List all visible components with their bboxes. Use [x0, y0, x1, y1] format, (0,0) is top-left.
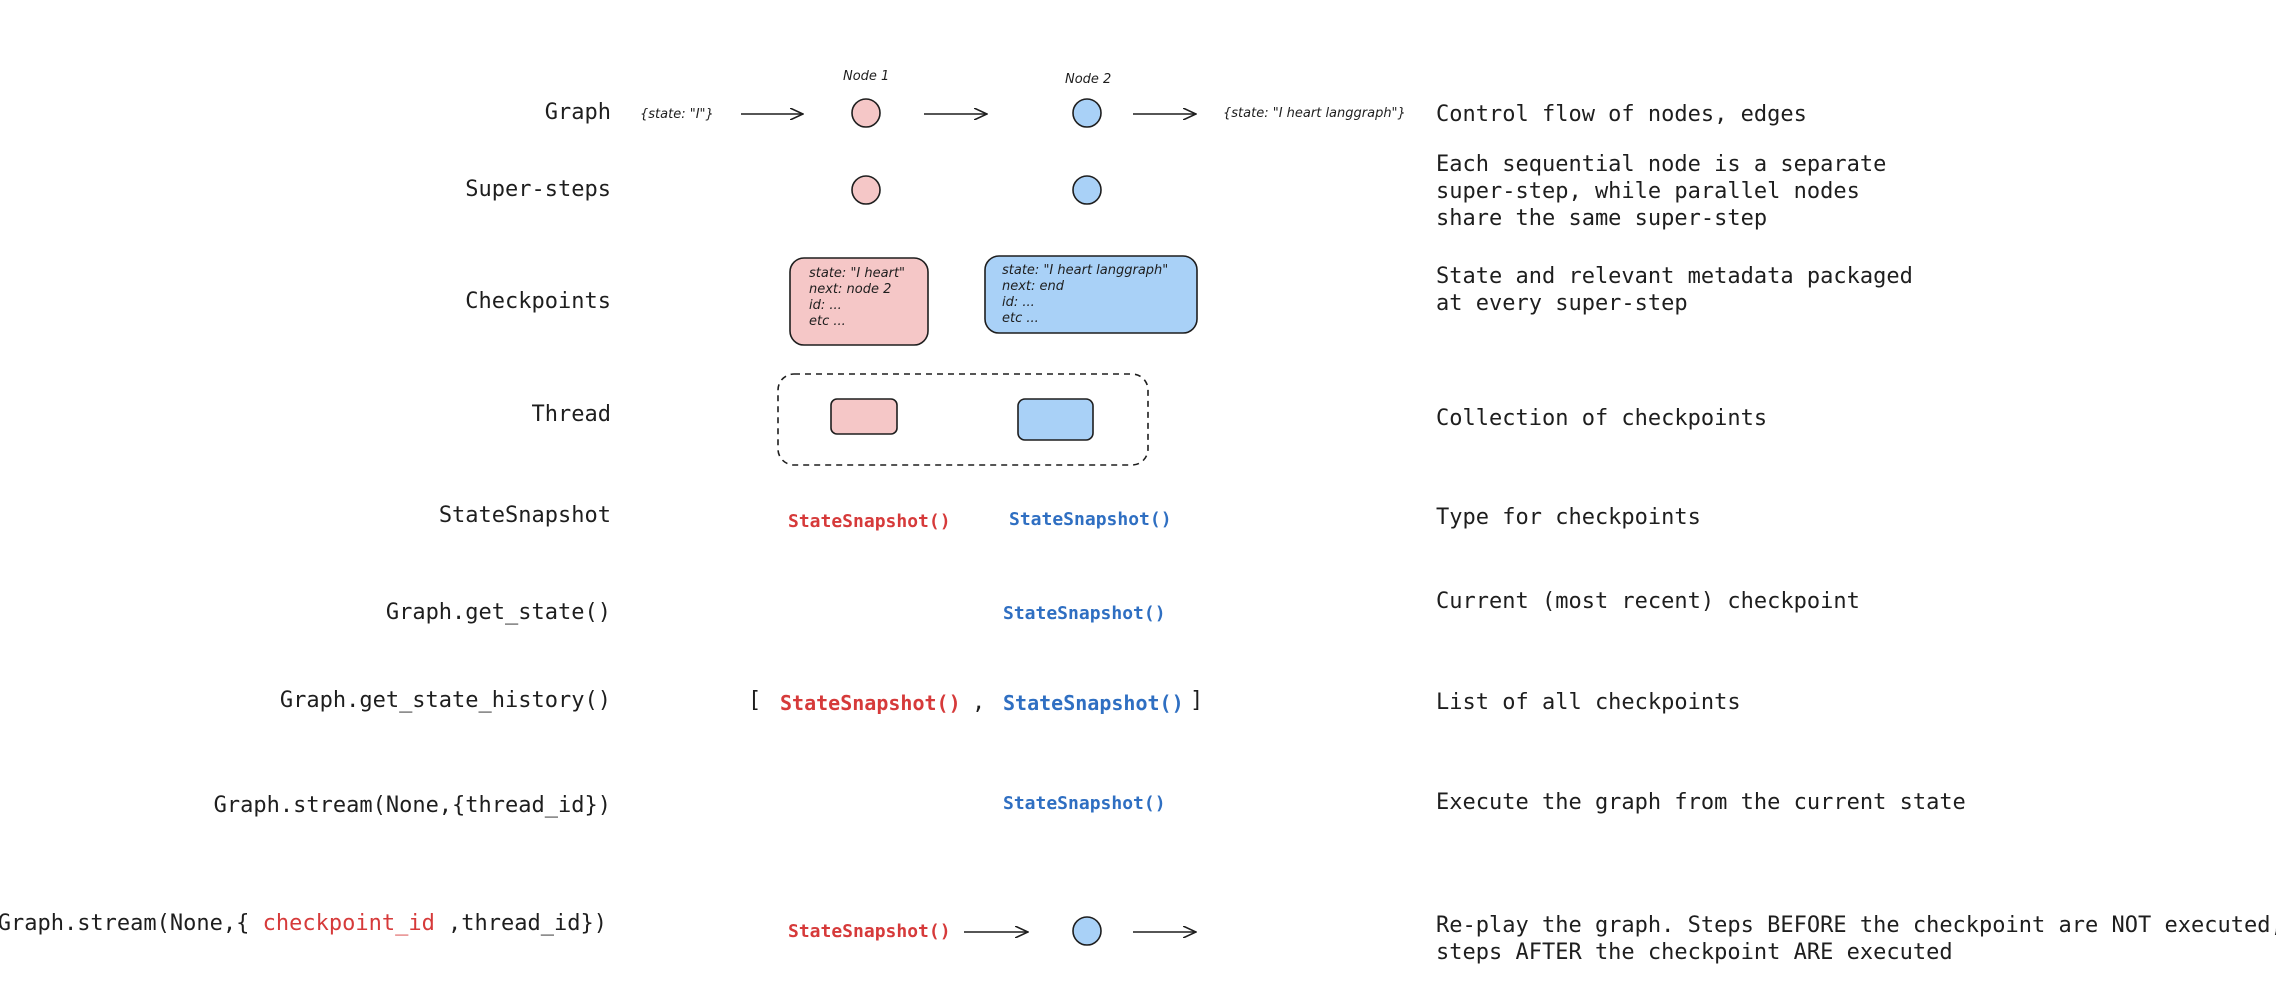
- desc-line: Re-play the graph. Steps BEFORE the chec…: [1436, 913, 2276, 938]
- checkpoint-line: id: ...: [1002, 295, 1035, 310]
- row-label-super-steps: Super-steps: [465, 177, 611, 202]
- desc-line: at every super-step: [1436, 291, 1688, 316]
- row-desc-get-state: Current (most recent) checkpoint: [1436, 588, 1860, 615]
- graph-node-1: [851, 98, 881, 128]
- checkpoint-line: etc ...: [1002, 311, 1039, 326]
- desc-line: Collection of checkpoints: [1436, 406, 1768, 431]
- desc-line: Type for checkpoints: [1436, 505, 1701, 530]
- row-desc-get-state-history: List of all checkpoints: [1436, 689, 1741, 716]
- desc-line: Execute the graph from the current state: [1436, 790, 1966, 815]
- checkpoint-id-token: checkpoint_id: [262, 911, 435, 936]
- checkpoint-box-red: [789, 257, 929, 346]
- checkpoint-blue-text: state: "I heart langgraph" next: end id:…: [1002, 263, 1168, 327]
- desc-line: Current (most recent) checkpoint: [1436, 589, 1860, 614]
- stream-snapshot-blue: StateSnapshot(): [1003, 793, 1166, 814]
- stream-suffix: ,thread_id}): [434, 911, 607, 936]
- statesnapshot-blue: StateSnapshot(): [1009, 509, 1172, 530]
- row-label-statesnapshot: StateSnapshot: [438, 503, 611, 528]
- history-snapshot-red: StateSnapshot(): [780, 691, 961, 715]
- desc-line: super-step, while parallel nodes: [1436, 179, 1860, 204]
- checkpoint-line: etc ...: [809, 314, 846, 329]
- row-desc-super-steps: Each sequential node is a separate super…: [1436, 151, 1886, 232]
- row-label-stream-checkpoint: Graph.stream(None,{ checkpoint_id ,threa…: [0, 911, 607, 936]
- checkpoint-line: state: "I heart": [809, 266, 906, 281]
- row-desc-checkpoints: State and relevant metadata packaged at …: [1436, 263, 1913, 317]
- row-desc-stream-thread: Execute the graph from the current state: [1436, 789, 1966, 816]
- checkpoint-line: next: end: [1002, 279, 1065, 294]
- history-separator: ,: [972, 690, 986, 715]
- row-label-stream-thread: Graph.stream(None,{thread_id}): [213, 793, 611, 818]
- superstep-node-1: [851, 175, 881, 205]
- replay-snapshot-red: StateSnapshot(): [788, 921, 951, 942]
- row-label-get-state: Graph.get_state(): [385, 600, 611, 625]
- get-state-snapshot: StateSnapshot(): [1003, 603, 1166, 624]
- row-desc-graph: Control flow of nodes, edges: [1436, 101, 1807, 128]
- desc-line: Each sequential node is a separate: [1436, 152, 1887, 177]
- desc-line: State and relevant metadata packaged: [1436, 264, 1913, 289]
- graph-node-2: [1072, 98, 1102, 128]
- row-desc-statesnapshot: Type for checkpoints: [1436, 504, 1701, 531]
- thread-container: [777, 373, 1149, 466]
- checkpoint-box-blue: [984, 255, 1198, 334]
- row-label-checkpoints: Checkpoints: [465, 289, 611, 314]
- output-state-text: {state: "I heart langgraph"}: [1223, 106, 1406, 121]
- desc-line: Control flow of nodes, edges: [1436, 102, 1807, 127]
- checkpoint-red-text: state: "I heart" next: node 2 id: ... et…: [809, 266, 905, 330]
- row-label-get-state-history: Graph.get_state_history(): [279, 688, 611, 713]
- checkpoint-line: next: node 2: [809, 282, 892, 297]
- desc-line: steps AFTER the checkpoint ARE executed: [1436, 940, 1953, 965]
- thread-checkpoint-blue: [1017, 398, 1094, 441]
- thread-checkpoint-red: [830, 398, 898, 435]
- row-label-thread: Thread: [531, 402, 611, 427]
- node2-label: Node 2: [1065, 72, 1111, 87]
- statesnapshot-red: StateSnapshot(): [788, 511, 951, 532]
- row-desc-stream-checkpoint: Re-play the graph. Steps BEFORE the chec…: [1436, 912, 2276, 966]
- stream-prefix: Graph.stream(None,{: [0, 911, 263, 936]
- history-close-bracket: ]: [1190, 688, 1204, 713]
- row-label-graph: Graph: [544, 100, 611, 125]
- superstep-node-2: [1072, 175, 1102, 205]
- checkpoint-line: id: ...: [809, 298, 842, 313]
- checkpoint-line: state: "I heart langgraph": [1002, 263, 1169, 278]
- history-snapshot-blue: StateSnapshot(): [1003, 691, 1184, 715]
- desc-line: List of all checkpoints: [1436, 690, 1741, 715]
- history-open-bracket: [: [748, 688, 762, 713]
- input-state-text: {state: "I"}: [640, 107, 714, 122]
- replay-node-2: [1072, 916, 1102, 946]
- desc-line: share the same super-step: [1436, 206, 1768, 231]
- node1-label: Node 1: [843, 69, 889, 84]
- row-desc-thread: Collection of checkpoints: [1436, 405, 1767, 432]
